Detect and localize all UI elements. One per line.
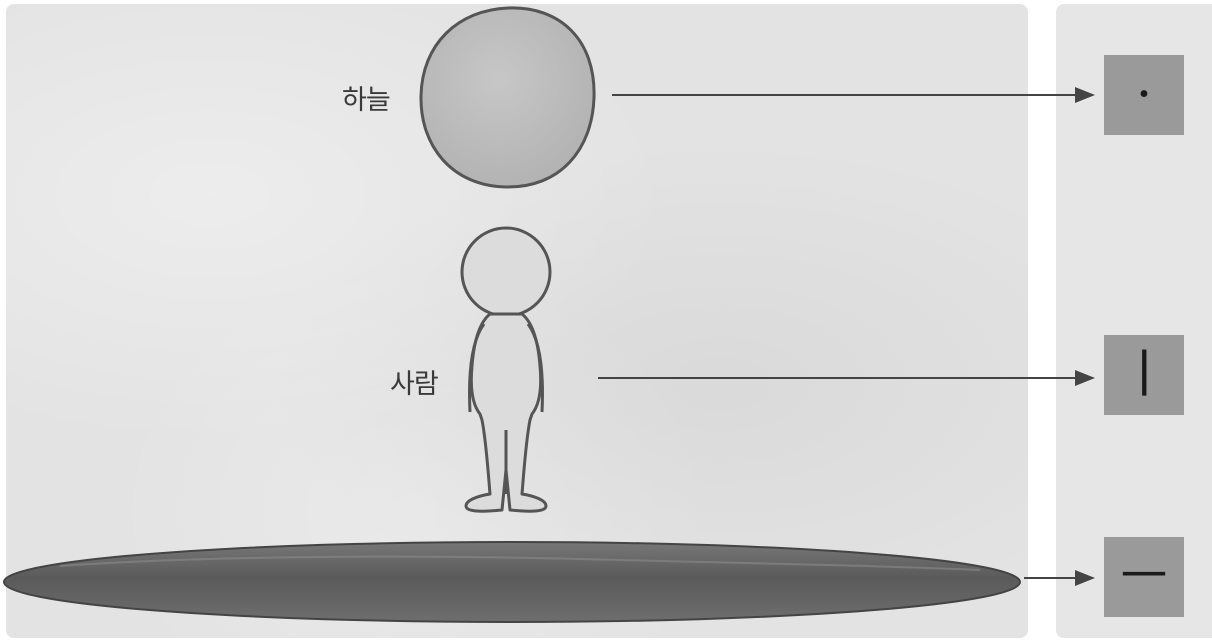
person-symbol-box: ㅣ [1104,335,1184,415]
sky-symbol-box: · [1104,55,1184,135]
sky-symbol: · [1136,69,1153,121]
sky-circle-icon [421,8,594,187]
person-figure-icon [462,228,550,511]
sky-label: 하늘 [342,78,390,117]
ground-symbol-box: ㅡ [1104,537,1184,617]
person-label: 사람 [390,362,438,401]
ground-symbol: ㅡ [1120,551,1168,603]
person-symbol: ㅣ [1120,349,1168,401]
ground-ellipse-icon [4,542,1020,622]
